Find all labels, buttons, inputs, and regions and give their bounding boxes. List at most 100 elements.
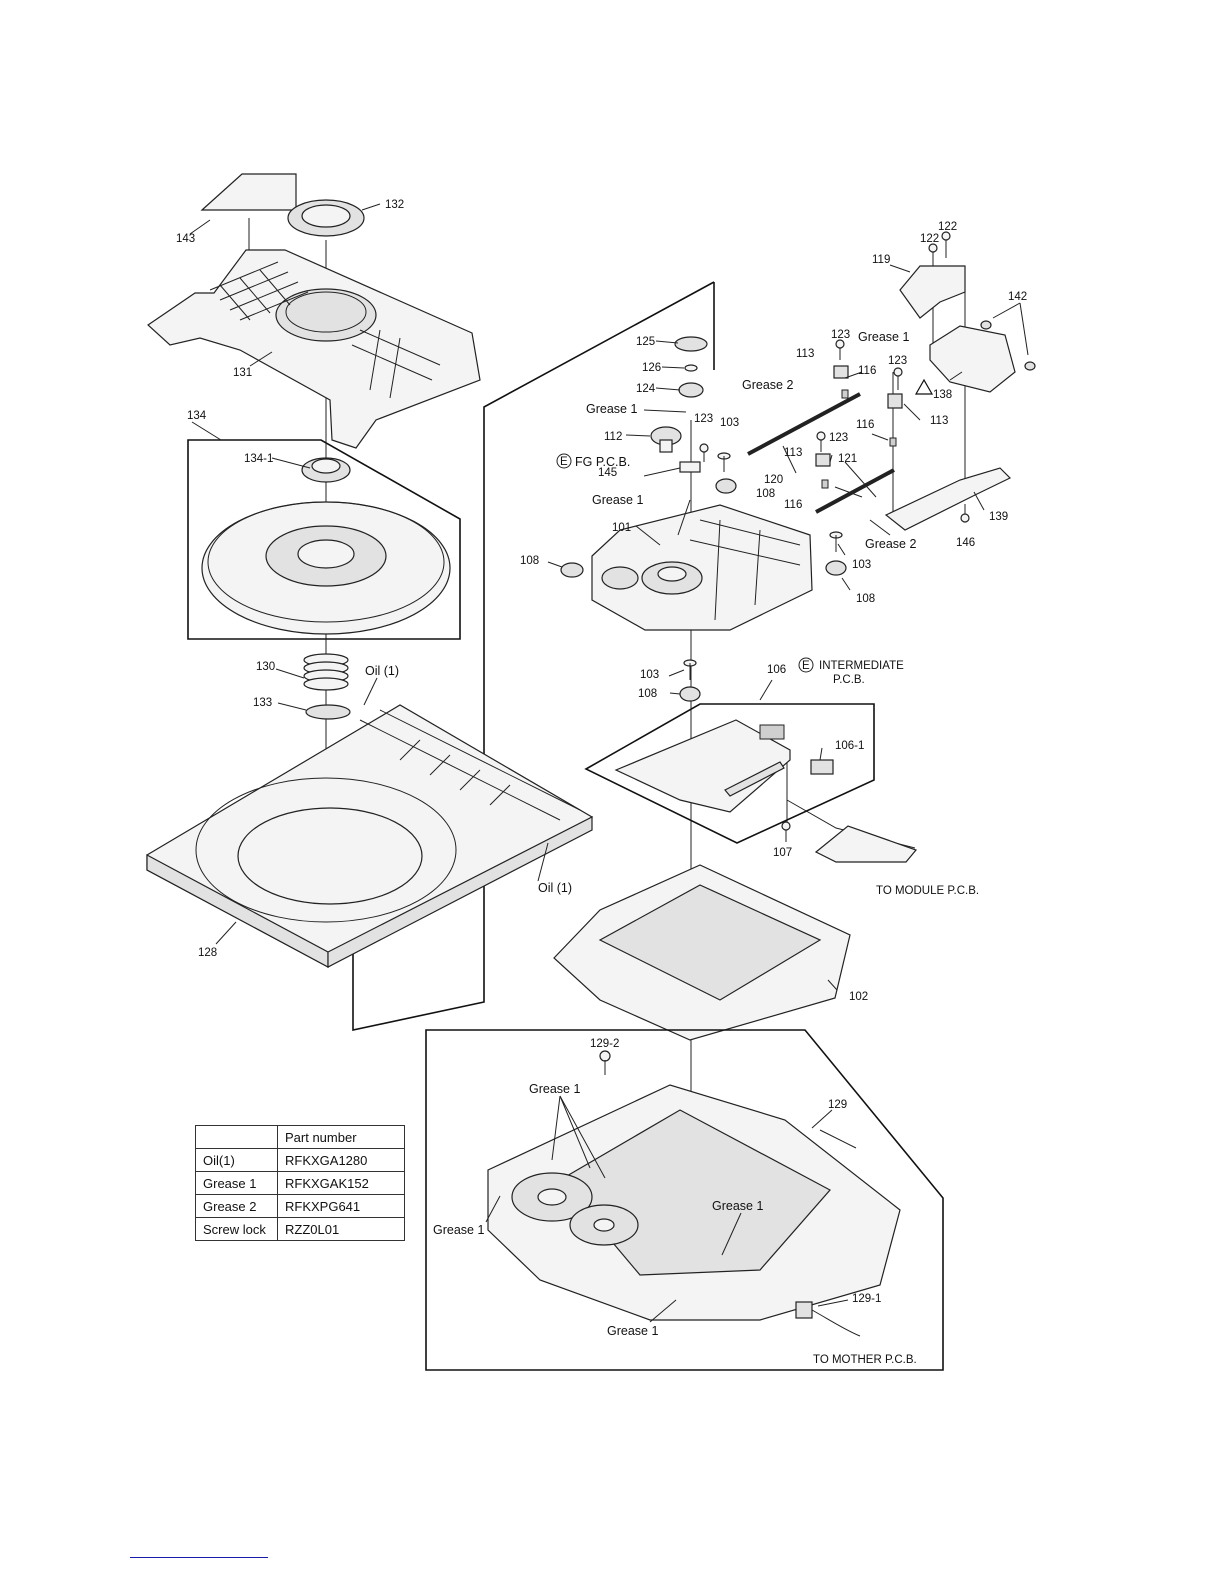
- table-row: Grease 1 RFKXGAK152: [195, 1171, 405, 1195]
- shaft-120: [747, 392, 861, 456]
- note-grease1-119: Grease 1: [858, 330, 909, 344]
- label-123-b: 123: [831, 329, 850, 341]
- circle-e-fg: [556, 453, 572, 469]
- note-oil1-top: Oil (1): [365, 664, 399, 678]
- label-134: 134: [187, 410, 207, 422]
- intermediate-pcb-frame: [584, 703, 875, 844]
- table-row: Oil(1) RFKXGA1280: [195, 1148, 405, 1172]
- circle-e-intermediate: [798, 657, 814, 673]
- gear-124: [678, 382, 704, 398]
- label-124: 124: [636, 383, 656, 395]
- part-labels: 143 132 131 134 134-1 130 133 128 125 12…: [176, 199, 1027, 1305]
- table-cell: RFKXGAK152: [277, 1171, 405, 1195]
- label-107: 107: [773, 847, 792, 859]
- holder-113-c: [887, 393, 903, 409]
- table-cell: RZZ0L01: [277, 1217, 405, 1241]
- label-120: 120: [764, 474, 783, 486]
- table-cell: RFKXGA1280: [277, 1148, 405, 1172]
- label-122-a: 122: [920, 233, 939, 245]
- note-grease2-b: Grease 2: [865, 537, 916, 551]
- gear-125: [674, 336, 708, 352]
- label-108-c: 108: [856, 593, 875, 605]
- screw-123-a: [835, 339, 845, 360]
- screw-122-a: [928, 243, 938, 264]
- damper-108-mid: [715, 478, 737, 494]
- label-102: 102: [849, 991, 868, 1003]
- footer-rule: [130, 1557, 268, 1558]
- label-126: 126: [642, 362, 661, 374]
- label-103-b: 103: [852, 559, 871, 571]
- loading-assembly-frame: [425, 1029, 944, 1371]
- label-128: 128: [198, 947, 217, 959]
- sheet-143: [200, 173, 297, 211]
- label-106: 106: [767, 664, 786, 676]
- note-grease1-right: Grease 1: [712, 1199, 763, 1213]
- disc-assembly-frame: [187, 439, 461, 640]
- screw-103-low: [683, 659, 697, 680]
- note-grease1-101: Grease 1: [592, 493, 643, 507]
- label-103-c: 103: [640, 669, 659, 681]
- leader-lines: [189, 203, 1029, 1323]
- table-cell: Grease 1: [195, 1171, 278, 1195]
- flex-cable-139: [884, 467, 1012, 531]
- label-123-d: 123: [888, 355, 907, 367]
- label-119: 119: [872, 254, 890, 266]
- spring-130: [303, 653, 349, 691]
- screw-146: [960, 504, 970, 523]
- fg-pcb-145: [679, 461, 701, 473]
- label-122-b: 122: [938, 221, 957, 233]
- label-108-a: 108: [520, 555, 539, 567]
- label-133: 133: [253, 697, 272, 709]
- note-grease2-a: Grease 2: [742, 378, 793, 392]
- note-intermediate-2: P.C.B.: [833, 674, 865, 686]
- label-123-c: 123: [829, 432, 848, 444]
- damper-108-low: [679, 686, 701, 702]
- label-113-c: 113: [930, 415, 948, 427]
- shaft-121: [815, 468, 895, 514]
- screw-123-d: [893, 367, 903, 390]
- pcb-106: [614, 719, 791, 813]
- label-139: 139: [989, 511, 1008, 523]
- screw-129-2: [599, 1050, 611, 1075]
- spring-116-c: [889, 437, 897, 447]
- note-grease1-124: Grease 1: [586, 402, 637, 416]
- traverse-101: [591, 504, 813, 631]
- washer-142-b: [1024, 361, 1036, 371]
- note-grease1-bottom: Grease 1: [607, 1324, 658, 1338]
- damper-108-left: [560, 562, 584, 578]
- label-129: 129: [828, 1099, 847, 1111]
- table-row: Screw lock RZZ0L01: [195, 1217, 405, 1241]
- label-145: 145: [598, 467, 617, 479]
- lubricant-parts-table: Part number Oil(1) RFKXGA1280 Grease 1 R…: [195, 1125, 405, 1241]
- label-113-b: 113: [784, 447, 802, 459]
- bracket-119: [899, 265, 966, 319]
- table-row: Grease 2 RFKXPG641: [195, 1194, 405, 1218]
- gear-112: [650, 426, 682, 453]
- spring-116-b: [821, 479, 829, 489]
- ring-133: [305, 704, 351, 720]
- table-header-row: Part number: [195, 1125, 405, 1149]
- holder-113-a: [833, 365, 849, 379]
- screw-123-b: [699, 443, 709, 462]
- screw-122-b: [941, 231, 951, 258]
- frame-102: [553, 864, 851, 1041]
- label-112: 112: [604, 431, 622, 443]
- module-cable: [814, 825, 918, 863]
- table-cell: Screw lock: [195, 1217, 278, 1241]
- note-to-mother: TO MOTHER P.C.B.: [813, 1354, 917, 1366]
- screw-123-c: [816, 431, 826, 452]
- spring-116-a: [841, 389, 849, 399]
- screw-103-mid: [717, 452, 731, 472]
- label-129-1: 129-1: [852, 1293, 881, 1305]
- label-121: 121: [838, 453, 857, 465]
- label-142: 142: [1008, 291, 1027, 303]
- label-146: 146: [956, 537, 975, 549]
- screw-107: [781, 821, 791, 842]
- connector-106-1: [810, 759, 834, 775]
- note-intermediate-1: INTERMEDIATE: [819, 660, 904, 672]
- washer-126: [684, 364, 698, 372]
- label-134-1: 134-1: [244, 453, 273, 465]
- holder-113-b: [815, 453, 831, 467]
- label-130: 130: [256, 661, 275, 673]
- note-grease1-left: Grease 1: [433, 1223, 484, 1237]
